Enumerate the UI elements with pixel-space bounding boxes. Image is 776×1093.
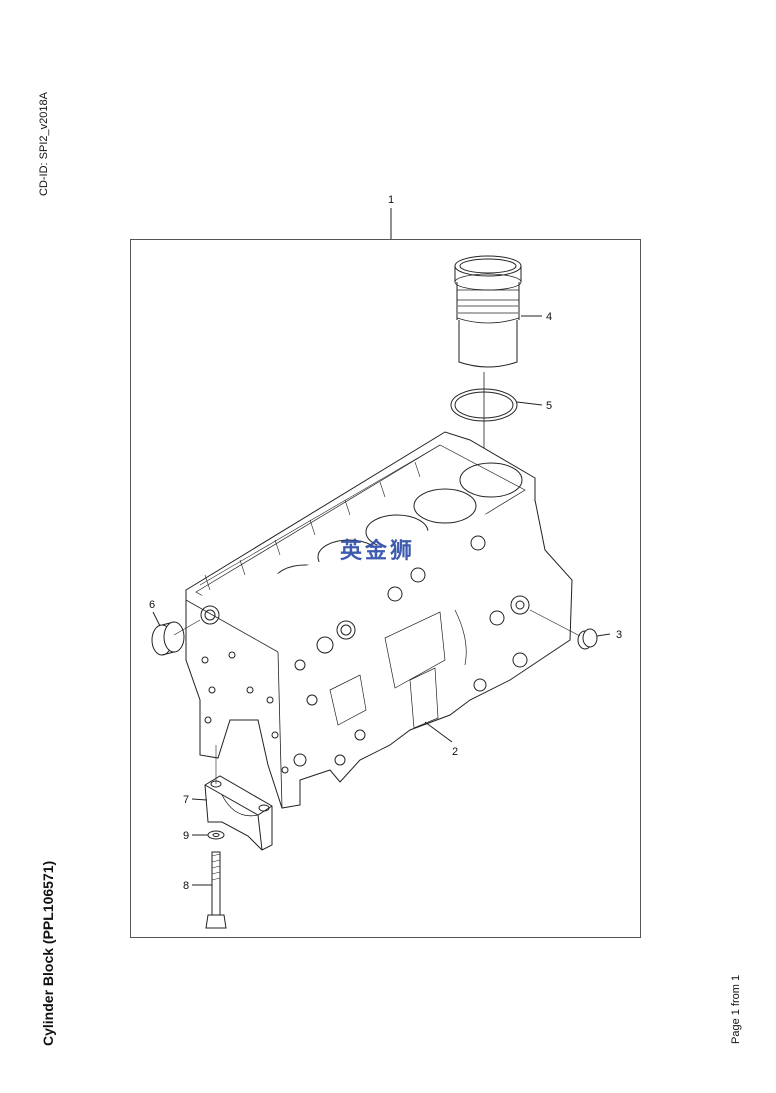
diagram-frame	[130, 239, 641, 938]
leader-line-7	[191, 798, 208, 801]
callout-2: 2	[452, 746, 458, 758]
assembly-line-plug-left	[173, 619, 201, 636]
leader-line-6	[152, 611, 161, 627]
welch-plug-left-part	[151, 621, 185, 656]
leader-line-2	[424, 721, 453, 743]
callout-9: 9	[183, 830, 189, 842]
callout-4: 4	[546, 311, 552, 323]
callout-1: 1	[388, 194, 394, 206]
callout-3: 3	[616, 629, 622, 641]
main-bearing-cap-part	[204, 775, 273, 851]
watermark: 英金狮	[340, 539, 416, 564]
washer-part	[207, 830, 225, 840]
assembly-line-plug-right	[529, 609, 581, 637]
main-bearing-bolt-part	[205, 851, 227, 929]
callout-5: 5	[546, 400, 552, 412]
welch-plug-right-part	[577, 628, 598, 650]
callout-8: 8	[183, 880, 189, 892]
callout-7: 7	[183, 794, 189, 806]
callout-6: 6	[149, 599, 155, 611]
leader-line-3	[596, 633, 611, 637]
cylinder-liner-part	[454, 255, 522, 368]
leader-line-5	[516, 401, 543, 406]
cylinder-block-part	[185, 431, 573, 809]
